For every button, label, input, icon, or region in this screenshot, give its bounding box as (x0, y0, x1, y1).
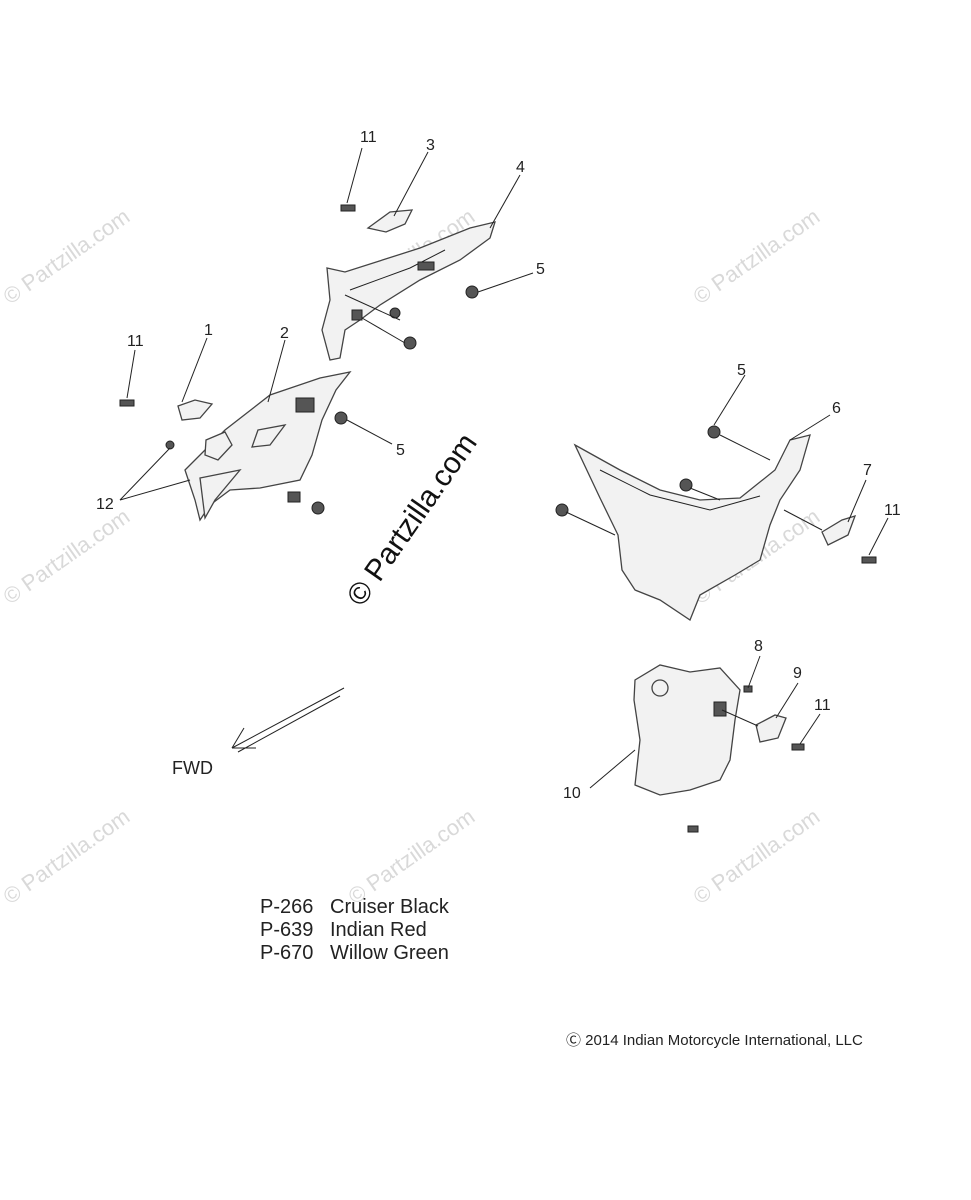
callout-7: 7 (863, 462, 872, 479)
color-name: Indian Red (330, 919, 427, 941)
callout-12: 12 (96, 496, 114, 513)
legend-row: P-266 Cruiser Black (260, 896, 449, 919)
copyright-icon: Ⓒ (566, 1032, 586, 1049)
callout-9: 9 (793, 665, 802, 682)
watermark: © Partzilla.com (344, 804, 480, 910)
callout-5: 5 (536, 261, 545, 278)
color-name: Cruiser Black (330, 896, 449, 918)
callout-5: 5 (396, 442, 405, 459)
callout-10: 10 (563, 785, 581, 802)
callout-2: 2 (280, 325, 289, 342)
copyright-notice: Ⓒ 2014 Indian Motorcycle International, … (566, 1029, 863, 1050)
color-code: P-670 (260, 942, 314, 964)
callout-11: 11 (884, 502, 901, 519)
watermark: © Partzilla.com (0, 204, 134, 310)
callout-5: 5 (737, 362, 746, 379)
callout-4: 4 (516, 159, 525, 176)
callout-6: 6 (832, 400, 841, 417)
color-name: Willow Green (330, 942, 449, 964)
watermark: © Partzilla.com (689, 804, 825, 910)
color-code: P-266 (260, 896, 314, 918)
watermark: © Partzilla.com (0, 804, 134, 910)
upper-cover-assembly (321, 147, 534, 361)
callout-11: 11 (127, 333, 144, 350)
watermark: © Partzilla.com (0, 504, 134, 610)
color-code: P-639 (260, 919, 314, 941)
callout-8: 8 (754, 638, 763, 655)
callout-labels: 11 3 4 5 1 11 2 5 12 5 6 7 11 8 9 11 10 (96, 129, 901, 802)
forward-arrow: FWD (172, 687, 345, 778)
copyright-text: 2014 Indian Motorcycle International, LL… (585, 1032, 863, 1049)
center-watermark: © Partzilla.com (341, 427, 484, 612)
legend-row: P-639 Indian Red (260, 919, 449, 942)
right-side-cover (555, 374, 889, 621)
callout-11: 11 (360, 129, 377, 146)
legend-row: P-670 Willow Green (260, 942, 449, 965)
callout-3: 3 (426, 137, 435, 154)
left-side-cover (119, 337, 393, 522)
fwd-label: FWD (172, 758, 213, 778)
callout-11: 11 (814, 697, 831, 714)
color-legend: P-266 Cruiser Black P-639 Indian Red P-670… (260, 896, 449, 965)
lower-right-cover (589, 655, 821, 833)
watermark: © Partzilla.com (689, 204, 825, 310)
callout-1: 1 (204, 322, 213, 339)
